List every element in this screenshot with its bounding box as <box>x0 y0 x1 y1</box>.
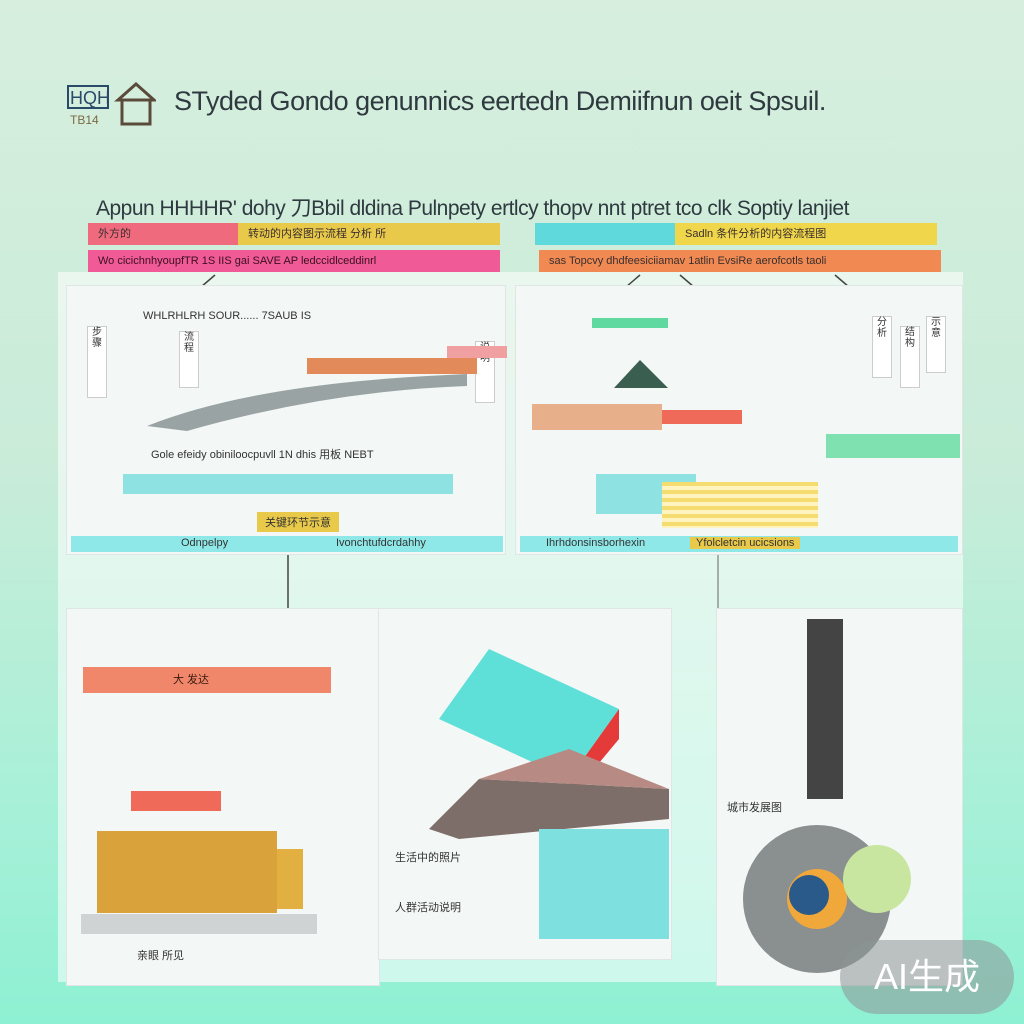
panel-bm-caption2: 人群活动说明 <box>395 902 461 914</box>
panel-tr-footer-right: Yfolcletcin ucicsions <box>690 537 801 549</box>
page-title: STyded Gondo genunnics eertedn Demiifnun… <box>174 86 826 116</box>
panel-tr-green-bar <box>592 318 668 328</box>
panel-bottom-left: 大 发达 亲眼 所见 <box>66 608 380 986</box>
tower-graphic <box>277 849 303 909</box>
panel-tr-yellow-block <box>662 482 818 528</box>
panel-tr-footer: Ihrhdonsinsborhexin Yfolcletcin ucicsion… <box>520 536 958 552</box>
panel-tr-green-block <box>826 434 960 458</box>
panel-tr-vert-3: 示意 <box>926 316 946 373</box>
logo-text: HQH <box>70 88 110 108</box>
panel-top-right: 分析 结构 示意 Ihrhdonsinsborhexin Yfolcletcin… <box>515 285 963 555</box>
left-band-yellow: 转动的内容图示流程 分析 所 <box>238 223 500 245</box>
panel-tl-cyan-bar <box>123 474 453 494</box>
panel-bottom-right: 城市发展图 <box>716 608 963 986</box>
panel-tr-vert-1: 分析 <box>872 316 892 378</box>
panel-bl-gray-bar <box>81 914 317 934</box>
panel-tr-footer-left: Ihrhdonsinsborhexin <box>546 537 646 549</box>
cube-graphic <box>429 649 669 839</box>
panel-tl-vert-1: 步骤 <box>87 326 107 398</box>
globe-graphic <box>743 825 911 973</box>
left-band-pink: 外方的 <box>88 223 248 245</box>
panel-tr-tan-block <box>532 404 662 430</box>
panel-top-left: WHLRHLRH SOUR...... 7SAUB IS 步骤 流程 说明 Go… <box>66 285 507 555</box>
panel-bl-red-block <box>131 791 221 811</box>
right-band-yellow: Sadln 条件分析的内容流程图 <box>675 223 937 245</box>
plane-graphic <box>147 346 507 431</box>
panel-bl-banner: 大 发达 <box>83 667 331 693</box>
panel-bottom-middle: 生活中的照片 人群活动说明 <box>378 608 672 960</box>
person-photo <box>539 829 669 939</box>
panel-tl-footer-left: Odnpelpy <box>181 537 229 549</box>
logo-sub: TB14 <box>70 113 99 127</box>
left-band-group: 外方的 转动的内容图示流程 分析 所 Wo cicichnhyoupfTR 1S… <box>88 223 500 273</box>
panel-tl-footer: Odnpelpy Ivonchtufdcrdahhy <box>71 536 503 552</box>
house-icon: HQH TB14 <box>67 81 158 127</box>
page-subtitle: Appun HHHHR' dohy 刀Bbil dldina Pulnpety … <box>96 197 849 220</box>
right-band-cyan <box>535 223 685 245</box>
logo: HQH TB14 <box>66 78 158 128</box>
mountain-icon <box>614 360 668 388</box>
left-band-magenta: Wo cicichnhyoupfTR 1S IIS gai SAVE AP le… <box>88 250 500 272</box>
chimney-graphic <box>807 619 843 799</box>
panel-tl-center-tag: 关键环节示意 <box>257 512 339 532</box>
panel-br-caption: 城市发展图 <box>727 802 782 814</box>
header: HQH TB14 STyded Gondo genunnics eertedn … <box>66 78 966 128</box>
panel-tl-vert-2: 流程 <box>179 331 199 388</box>
panel-bm-caption1: 生活中的照片 <box>395 852 461 864</box>
panel-tl-heading: WHLRHLRH SOUR...... 7SAUB IS <box>143 310 312 322</box>
panel-bl-caption: 亲眼 所见 <box>137 950 185 962</box>
panel-tr-red-block <box>662 410 742 424</box>
panel-tl-caption: Gole efeidy obiniloocpuvll 1N dhis 用板 NE… <box>151 449 374 461</box>
right-band-group: Sadln 条件分析的内容流程图 sas Topcvy dhdfeesiciia… <box>535 223 941 273</box>
ai-generated-badge: AI生成 <box>840 940 1014 1014</box>
panel-tl-footer-right: Ivonchtufdcrdahhy <box>336 537 426 549</box>
right-band-orange: sas Topcvy dhdfeesiciiamav 1atlin EvsiRe… <box>539 250 941 272</box>
panel-tr-vert-2: 结构 <box>900 326 920 388</box>
building-graphic <box>97 831 277 913</box>
